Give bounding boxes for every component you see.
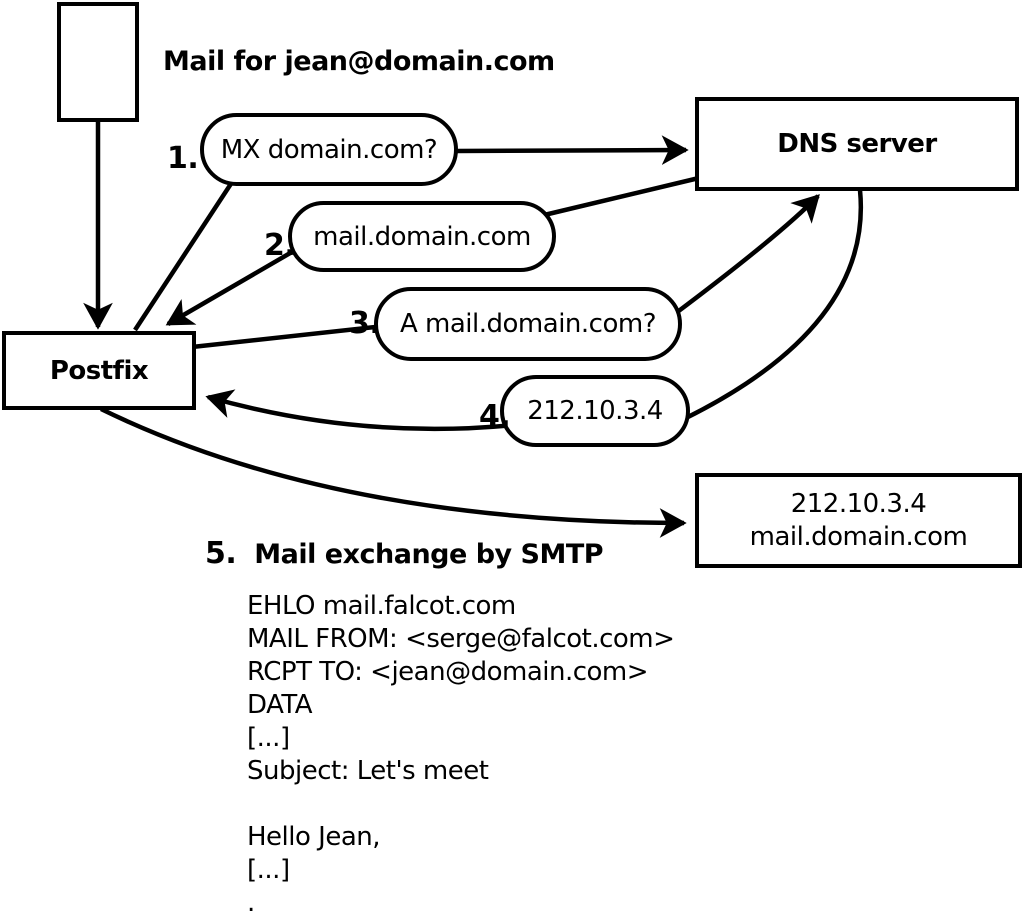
dns-server-node: DNS server xyxy=(695,97,1019,191)
step2-number: 2. xyxy=(264,228,296,263)
query1-pill: MX domain.com? xyxy=(200,113,458,186)
step5-caption-row: 5. Mail exchange by SMTP xyxy=(205,536,604,571)
step3-number: 3. xyxy=(349,306,381,341)
step5-label: Mail exchange by SMTP xyxy=(254,539,604,570)
mail-message-box xyxy=(57,2,139,122)
arrow-answer2-to-postfix xyxy=(165,250,294,326)
smtp-line: [...] xyxy=(247,723,290,753)
step1-number: 1. xyxy=(167,141,199,176)
answer4-label: 212.10.3.4 xyxy=(527,396,663,426)
query3-label: A mail.domain.com? xyxy=(400,309,657,339)
mail-server-node: 212.10.3.4 mail.domain.com xyxy=(695,473,1022,568)
smtp-line: MAIL FROM: <serge@falcot.com> xyxy=(247,624,675,654)
arrow-query3-to-dns xyxy=(674,194,820,315)
smtp-line: EHLO mail.falcot.com xyxy=(247,591,516,621)
smtp-line: Hello Jean, xyxy=(247,822,381,852)
arrow-postfix-to-mailserver xyxy=(100,406,687,538)
postfix-label: Postfix xyxy=(49,355,149,386)
smtp-line: DATA xyxy=(247,690,312,720)
smtp-dialogue-block: EHLO mail.falcot.com MAIL FROM: <serge@f… xyxy=(247,590,675,919)
mail-server-ip: 212.10.3.4 xyxy=(790,488,927,519)
query1-label: MX domain.com? xyxy=(220,134,438,165)
answer2-pill: mail.domain.com xyxy=(288,201,556,272)
line-dns-to-answer4 xyxy=(684,189,864,421)
smtp-line: RCPT TO: <jean@domain.com> xyxy=(247,657,649,687)
mail-source-caption: Mail for jean@domain.com xyxy=(163,46,555,77)
postfix-node: Postfix xyxy=(2,331,196,410)
answer4-pill: 212.10.3.4 xyxy=(500,375,690,447)
arrow-answer4-to-postfix xyxy=(205,389,515,432)
mail-server-hostname: mail.domain.com xyxy=(749,521,968,552)
dns-server-label: DNS server xyxy=(777,129,937,159)
smtp-line: . xyxy=(247,888,255,918)
query3-pill: A mail.domain.com? xyxy=(374,287,682,361)
step5-number: 5. xyxy=(205,536,237,571)
line-postfix-to-query1 xyxy=(133,168,242,332)
smtp-line xyxy=(247,788,674,821)
smtp-line: Subject: Let's meet xyxy=(247,756,489,786)
answer2-label: mail.domain.com xyxy=(313,221,531,252)
arrow-query1-to-dns xyxy=(455,135,689,165)
smtp-line: [...] xyxy=(247,855,290,885)
line-dns-to-answer2 xyxy=(539,175,700,219)
step4-number: 4. xyxy=(479,399,511,434)
line-postfix-to-query3 xyxy=(191,323,385,350)
